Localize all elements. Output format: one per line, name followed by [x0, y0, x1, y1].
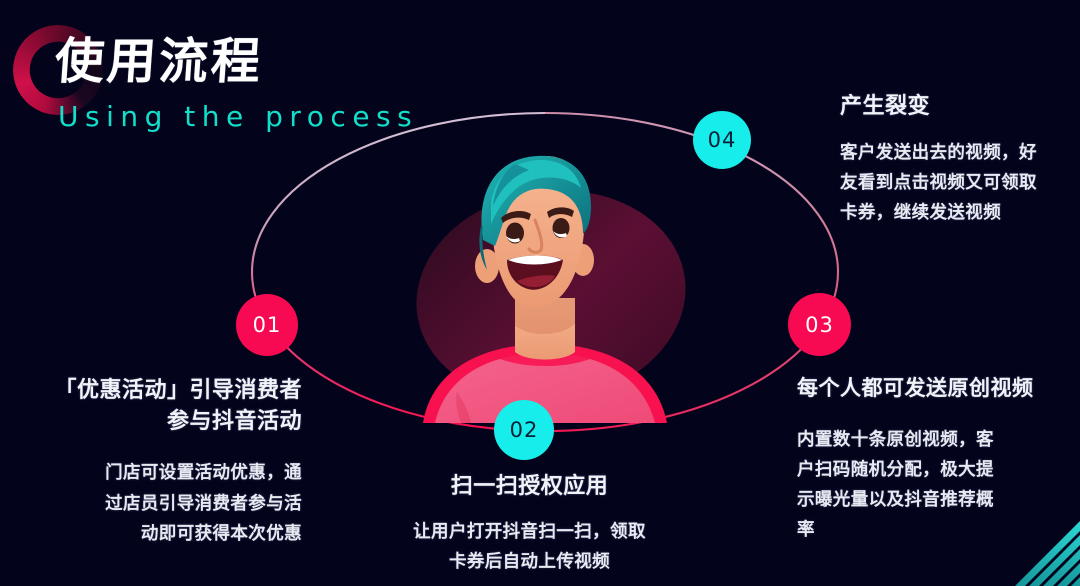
page-subtitle: Using the process	[58, 99, 419, 133]
step-01-body: 门店可设置活动优惠，通过店员引导消费者参与活动即可获得本次优惠	[105, 462, 302, 543]
step-02-text-block: 扫一扫授权应用 让用户打开抖音扫一扫，领取卡券后自动上传视频	[352, 470, 707, 576]
decorative-ring	[13, 25, 103, 115]
step-03-heading: 每个人都可发送原创视频	[797, 376, 1034, 400]
corner-stripes-decoration	[1006, 514, 1080, 586]
step-01-heading: 「优惠活动」引导消费者参与抖音活动	[54, 377, 302, 434]
step-03-body: 内置数十条原创视频，客户扫码随机分配，极大提示曝光量以及抖音推荐概率	[797, 428, 994, 540]
node-label: 03	[805, 312, 834, 337]
step-04-body: 客户发送出去的视频，好友看到点击视频又可领取卡券，继续发送视频	[840, 142, 1037, 223]
step-04-heading: 产生裂变	[840, 93, 931, 118]
node-label: 04	[707, 128, 737, 152]
step-01-text-block: 「优惠活动」引导消费者参与抖音活动 门店可设置活动优惠，通过店员引导消费者参与活…	[10, 374, 302, 548]
step-03-text-block: 每个人都可发送原创视频 内置数十条原创视频，客户扫码随机分配，极大提示曝光量以及…	[797, 374, 1077, 544]
step-node-03[interactable]: 03	[788, 293, 851, 356]
step-node-01[interactable]: 01	[236, 294, 298, 356]
node-label: 01	[252, 313, 282, 337]
title-block: 使用流程 Using the process	[53, 33, 419, 133]
character-illustration	[416, 155, 686, 423]
step-02-heading: 扫一扫授权应用	[450, 473, 609, 498]
step-node-04[interactable]: 04	[693, 111, 751, 169]
step-node-02[interactable]: 02	[494, 400, 554, 460]
page-title: 使用流程	[53, 33, 266, 90]
step-02-body: 让用户打开抖音扫一扫，领取卡券后自动上传视频	[413, 521, 646, 572]
step-04-text-block: 产生裂变 客户发送出去的视频，好友看到点击视频又可领取卡券，继续发送视频	[840, 90, 1078, 228]
node-label: 02	[509, 418, 539, 442]
